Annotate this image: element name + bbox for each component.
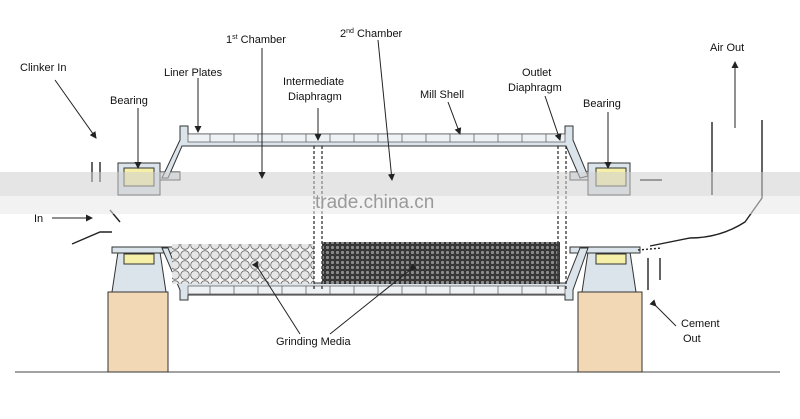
label-second-chamber: 2nd Chamber (340, 28, 403, 40)
label-bearing-left: Bearing (110, 95, 148, 107)
bottom-liner-plates (187, 285, 566, 295)
label-liner-plates: Liner Plates (164, 67, 223, 79)
outlet-diaphragm (557, 146, 567, 290)
label-outlet-diaphragm-1: Outlet (522, 67, 551, 79)
label-bearing-right: Bearing (583, 98, 621, 110)
left-foundation (107, 291, 169, 373)
watermark-band-light (0, 196, 800, 214)
label-in: In (34, 213, 43, 225)
grinding-media-chamber-2 (322, 242, 560, 284)
leader-lines (52, 39, 739, 335)
watermark-text: trade.china.cn (315, 192, 434, 213)
label-grinding-media: Grinding Media (276, 336, 351, 348)
right-foundation (577, 291, 643, 373)
label-intermediate-diaphragm-2: Diaphragm (288, 91, 342, 103)
grinding-media-chamber-1 (172, 244, 314, 284)
label-first-chamber: 1st Chamber (226, 34, 286, 46)
label-cement-out-1: Cement (681, 318, 720, 330)
watermark-band (0, 172, 800, 196)
left-lower-bearing (123, 253, 155, 265)
top-liner-plates (187, 133, 566, 143)
label-cement-out-2: Out (683, 333, 701, 345)
intermediate-diaphragm (313, 146, 323, 290)
label-air-out: Air Out (710, 42, 744, 54)
label-mill-shell: Mill Shell (420, 89, 464, 101)
label-intermediate-diaphragm-1: Intermediate (283, 76, 344, 88)
right-lower-bearing (595, 253, 627, 265)
label-outlet-diaphragm-2: Diaphragm (508, 82, 562, 94)
label-clinker-in: Clinker In (20, 62, 66, 74)
